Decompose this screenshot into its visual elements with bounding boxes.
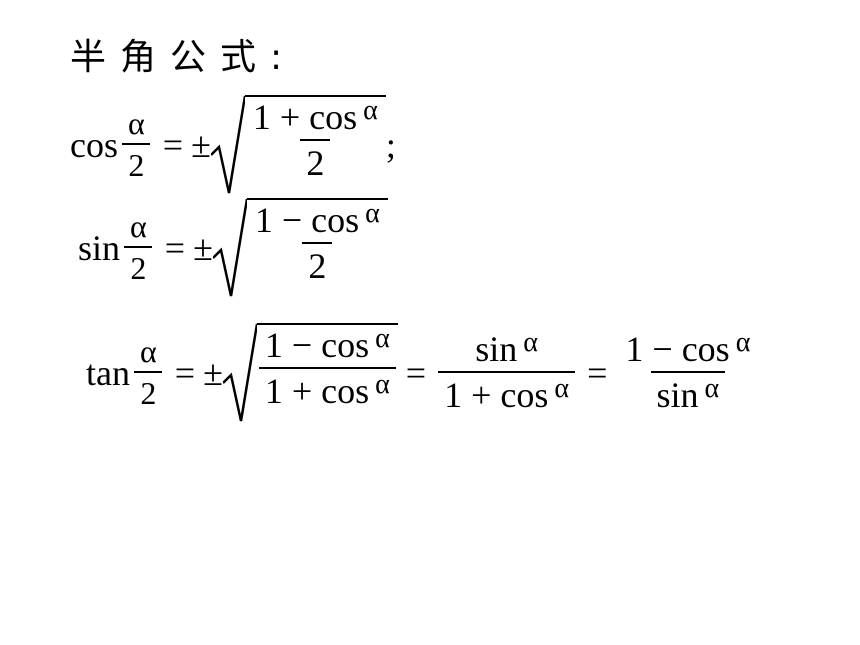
half-angle-fraction: α 2 [124,210,153,285]
section-heading: 半角公式: [70,37,297,78]
equals-sign: = [587,353,608,393]
equals-sign: = [405,353,427,393]
fraction-denominator: 2 [124,246,153,286]
tan-function-label: tan [86,353,130,393]
half-angle-fraction: α 2 [134,335,163,410]
fraction-denominator: 2 [122,143,151,183]
fraction-denominator: 2 [300,138,331,183]
plus-minus-sign: ± [191,125,211,165]
fraction-numerator: α [130,208,147,245]
radical-icon [212,198,247,298]
plus-minus-sign: ± [203,353,223,393]
half-angle-fraction: α 2 [122,107,151,182]
fraction-denominator: 2 [302,241,333,286]
fraction-denominator: 2 [134,371,163,411]
equals-sign: = [164,228,186,268]
sin-function-label: sin [78,228,121,268]
equals-sign: = [174,353,196,393]
fraction-numerator: α [128,105,145,142]
radical-icon [222,323,257,423]
radical-icon [210,95,245,195]
fraction-numerator: α [139,333,157,370]
equals-sign: = [162,125,184,165]
cos-function-label: cos [70,125,118,165]
semicolon: ; [385,125,396,165]
plus-minus-sign: ± [193,228,213,268]
